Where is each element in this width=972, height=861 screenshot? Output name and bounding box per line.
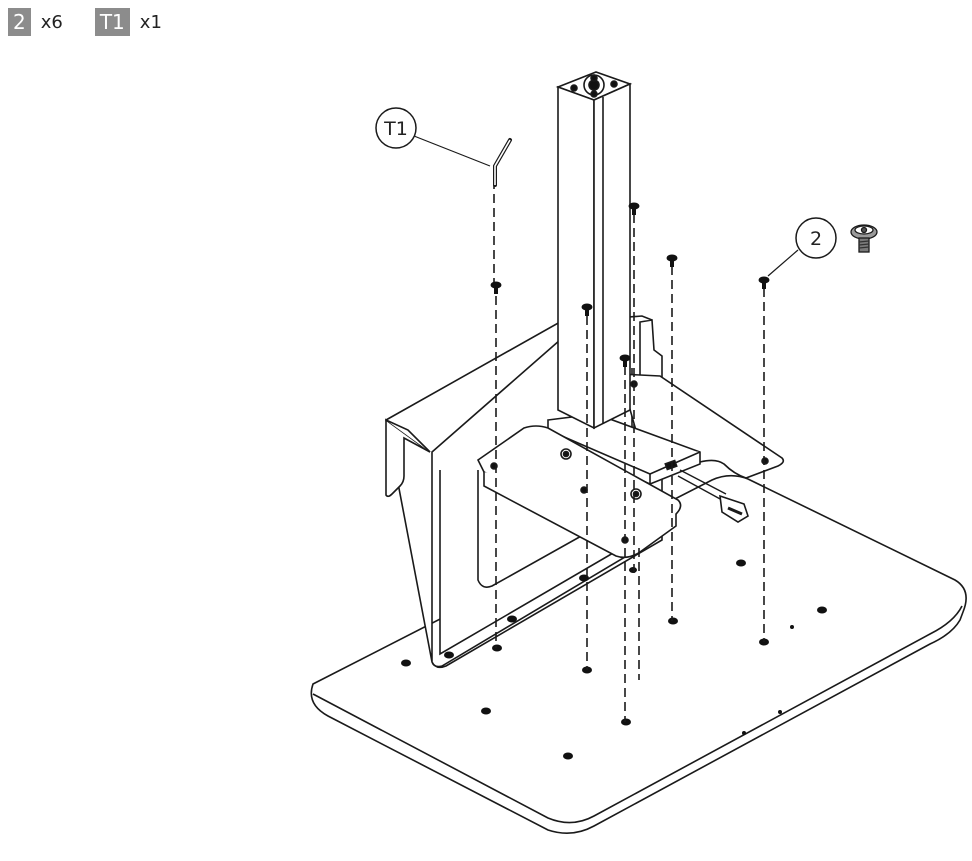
callout-2: 2 — [767, 217, 837, 277]
base-holes — [401, 559, 827, 760]
part-quantity-screw: x6 — [40, 11, 63, 33]
front-shelf — [476, 425, 682, 559]
alignment-lines — [493, 180, 765, 722]
screw-icon — [850, 224, 878, 253]
lift-column — [555, 71, 633, 430]
part-badge-screw: 2 — [8, 8, 31, 36]
callout-t1: T1 — [375, 107, 491, 167]
part-badge-tool: T1 — [94, 8, 130, 36]
callout-2-label: 2 — [810, 228, 822, 250]
parts-legend: 2 x6 T1 x1 — [8, 8, 184, 36]
callout-t1-label: T1 — [383, 118, 408, 140]
motor-housing — [547, 413, 749, 523]
part-quantity-tool: x1 — [139, 11, 162, 33]
